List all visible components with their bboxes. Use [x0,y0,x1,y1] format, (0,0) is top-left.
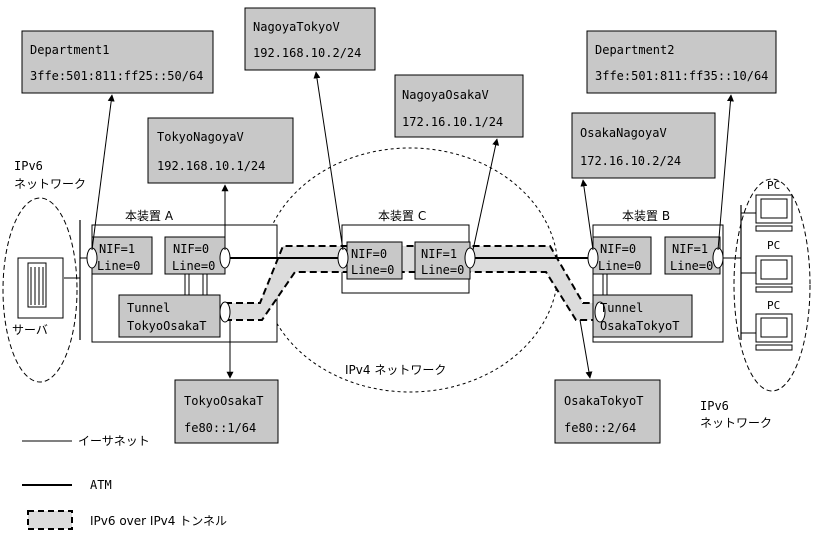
device-b-nif0 [592,236,652,275]
label-box-department1 [21,30,214,94]
device-b-tunnel-label2: OsakaTokyoT [600,319,679,333]
pc-label: PC [767,299,780,312]
device-a-tunnel-label2: TokyoOsakaT [127,319,206,333]
nagoya-tokyo-v-address: 192.168.10.2/24 [253,46,361,60]
ipv6-right-label-2: ネットワーク [700,416,772,430]
device-b-nif1-label: NIF=1 [672,242,708,256]
ipv6-right-network-cloud [733,178,811,392]
device-a-line0-label: Line=0 [172,259,215,273]
device-a-line1-label: Line=0 [97,259,140,273]
tokyo-nagoya-v-address: 192.168.10.1/24 [157,159,265,173]
device-c-line0-label: Line=0 [351,263,394,277]
label-box-department2 [586,30,777,94]
legend-atm-label: ATM [90,478,112,492]
pc-icon [755,255,793,293]
device-b-title: 本装置 B [622,209,670,223]
device-c-nif1-label: NIF=1 [421,247,457,261]
tunnel-dash-top [225,245,600,304]
osaka-tokyo-t-address: fe80::2/64 [564,421,636,435]
tokyo-osaka-t-address: fe80::1/64 [184,421,256,435]
device-c-nif0 [346,241,403,280]
device-c-nif0-label: NIF=0 [351,247,387,261]
ipv6-over-ipv4-tunnel [225,246,600,320]
device-a-tunnel-label1: Tunnel [127,301,170,315]
pc-label: PC [767,179,780,192]
osaka-nagoya-v-name: OsakaNagoyaV [580,126,667,140]
ipv6-right-label-1: IPv6 [700,399,729,413]
device-b-line1-label: Line=0 [670,259,713,273]
nagoya-osaka-v-address: 172.16.10.1/24 [402,115,503,129]
department2-name: Department2 [595,43,674,57]
ipv6-left-network-cloud [2,197,78,383]
device-c-line1-label: Line=0 [421,263,464,277]
department2-address: 3ffe:501:811:ff35::10/64 [595,69,768,83]
pc-icon [755,194,793,232]
nagoya-tokyo-v-name: NagoyaTokyoV [253,20,340,34]
server-label: サーバ [12,323,48,337]
label-box-osaka-tokyo-t [554,379,661,444]
device-b-tunnel [592,294,693,338]
label-box-nagoya-osaka-v [394,74,524,138]
ipv6-left-label-2: ネットワーク [14,177,86,191]
department1-name: Department1 [30,43,109,57]
label-box-tokyo-osaka-t [174,379,279,444]
device-b-internal-links [602,274,608,295]
server-icon [17,257,64,319]
device-b-tunnel-label1: Tunnel [600,301,643,315]
device-c-title: 本装置 C [378,209,426,223]
device-a-nif0 [164,236,226,275]
pc-label: PC [767,239,780,252]
legend-ethernet-label: イーサネット [78,434,150,448]
nagoya-osaka-v-name: NagoyaOsakaV [402,88,489,102]
label-box-tokyo-nagoya-v [147,117,294,184]
osaka-tokyo-t-name: OsakaTokyoT [564,394,643,408]
tokyo-nagoya-v-name: TokyoNagoyaV [157,130,244,144]
pc-icon [755,313,793,351]
callout-arrows [91,71,734,379]
device-a-nif0-label: NIF=0 [173,242,209,256]
device-a-internal-links [184,274,208,295]
legend-tunnel-label: IPv6 over IPv4 トンネル [90,514,227,528]
label-box-nagoya-tokyo-v [244,7,376,71]
device-b-line0-label: Line=0 [598,259,641,273]
device-a-nif1 [91,236,153,275]
device-a-title: 本装置 A [125,209,174,223]
label-box-osaka-nagoya-v [571,112,716,179]
tokyo-osaka-t-name: TokyoOsakaT [184,394,263,408]
interface-markers [86,247,724,323]
department1-address: 3ffe:501:811:ff25::50/64 [30,69,203,83]
ipv6-left-label-1: IPv6 [14,159,43,173]
osaka-nagoya-v-address: 172.16.10.2/24 [580,154,681,168]
device-a-nif1-label: NIF=1 [99,242,135,256]
device-b-nif0-label: NIF=0 [600,242,636,256]
device-c-nif1 [414,241,471,280]
ipv4-network-label: IPv4 ネットワーク [345,363,446,377]
legend-tunnel-swatch [27,510,73,530]
device-b-nif1 [664,236,721,275]
